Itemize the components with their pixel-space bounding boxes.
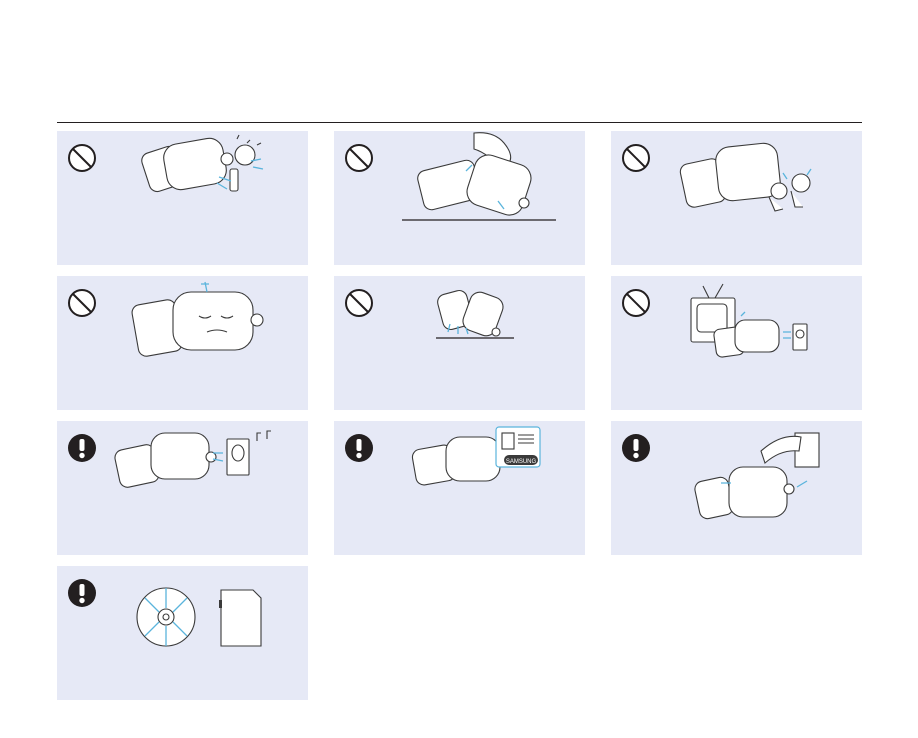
camcorder-lcd-pressed-illustration	[57, 276, 308, 410]
camcorder-near-tv-and-speaker-illustration	[611, 276, 862, 410]
warning-card-1	[57, 131, 308, 265]
caution-card-9	[611, 421, 862, 555]
warning-card-5	[334, 276, 585, 410]
caution-card-7	[57, 421, 308, 555]
camcorder-with-spray-can-illustration	[57, 131, 308, 265]
camcorder-with-battery-pack-illustration: SAMSUNG	[334, 421, 585, 555]
warning-card-2	[334, 131, 585, 265]
battery-brand-label: SAMSUNG	[506, 459, 537, 465]
warning-card-3	[611, 131, 862, 265]
camcorder-with-speaker-illustration	[57, 421, 308, 555]
warning-card-4	[57, 276, 308, 410]
caution-card-10	[57, 566, 308, 700]
caution-card-8: SAMSUNG	[334, 421, 585, 555]
camcorder-at-window-illustration	[611, 421, 862, 555]
camcorder-hit-on-surface-illustration	[334, 131, 585, 265]
disc-and-memory-card-illustration	[57, 566, 308, 700]
warning-card-6	[611, 276, 862, 410]
camcorder-with-children-illustration	[611, 131, 862, 265]
camcorder-dropped-illustration	[334, 276, 585, 410]
header-rule	[57, 122, 862, 123]
